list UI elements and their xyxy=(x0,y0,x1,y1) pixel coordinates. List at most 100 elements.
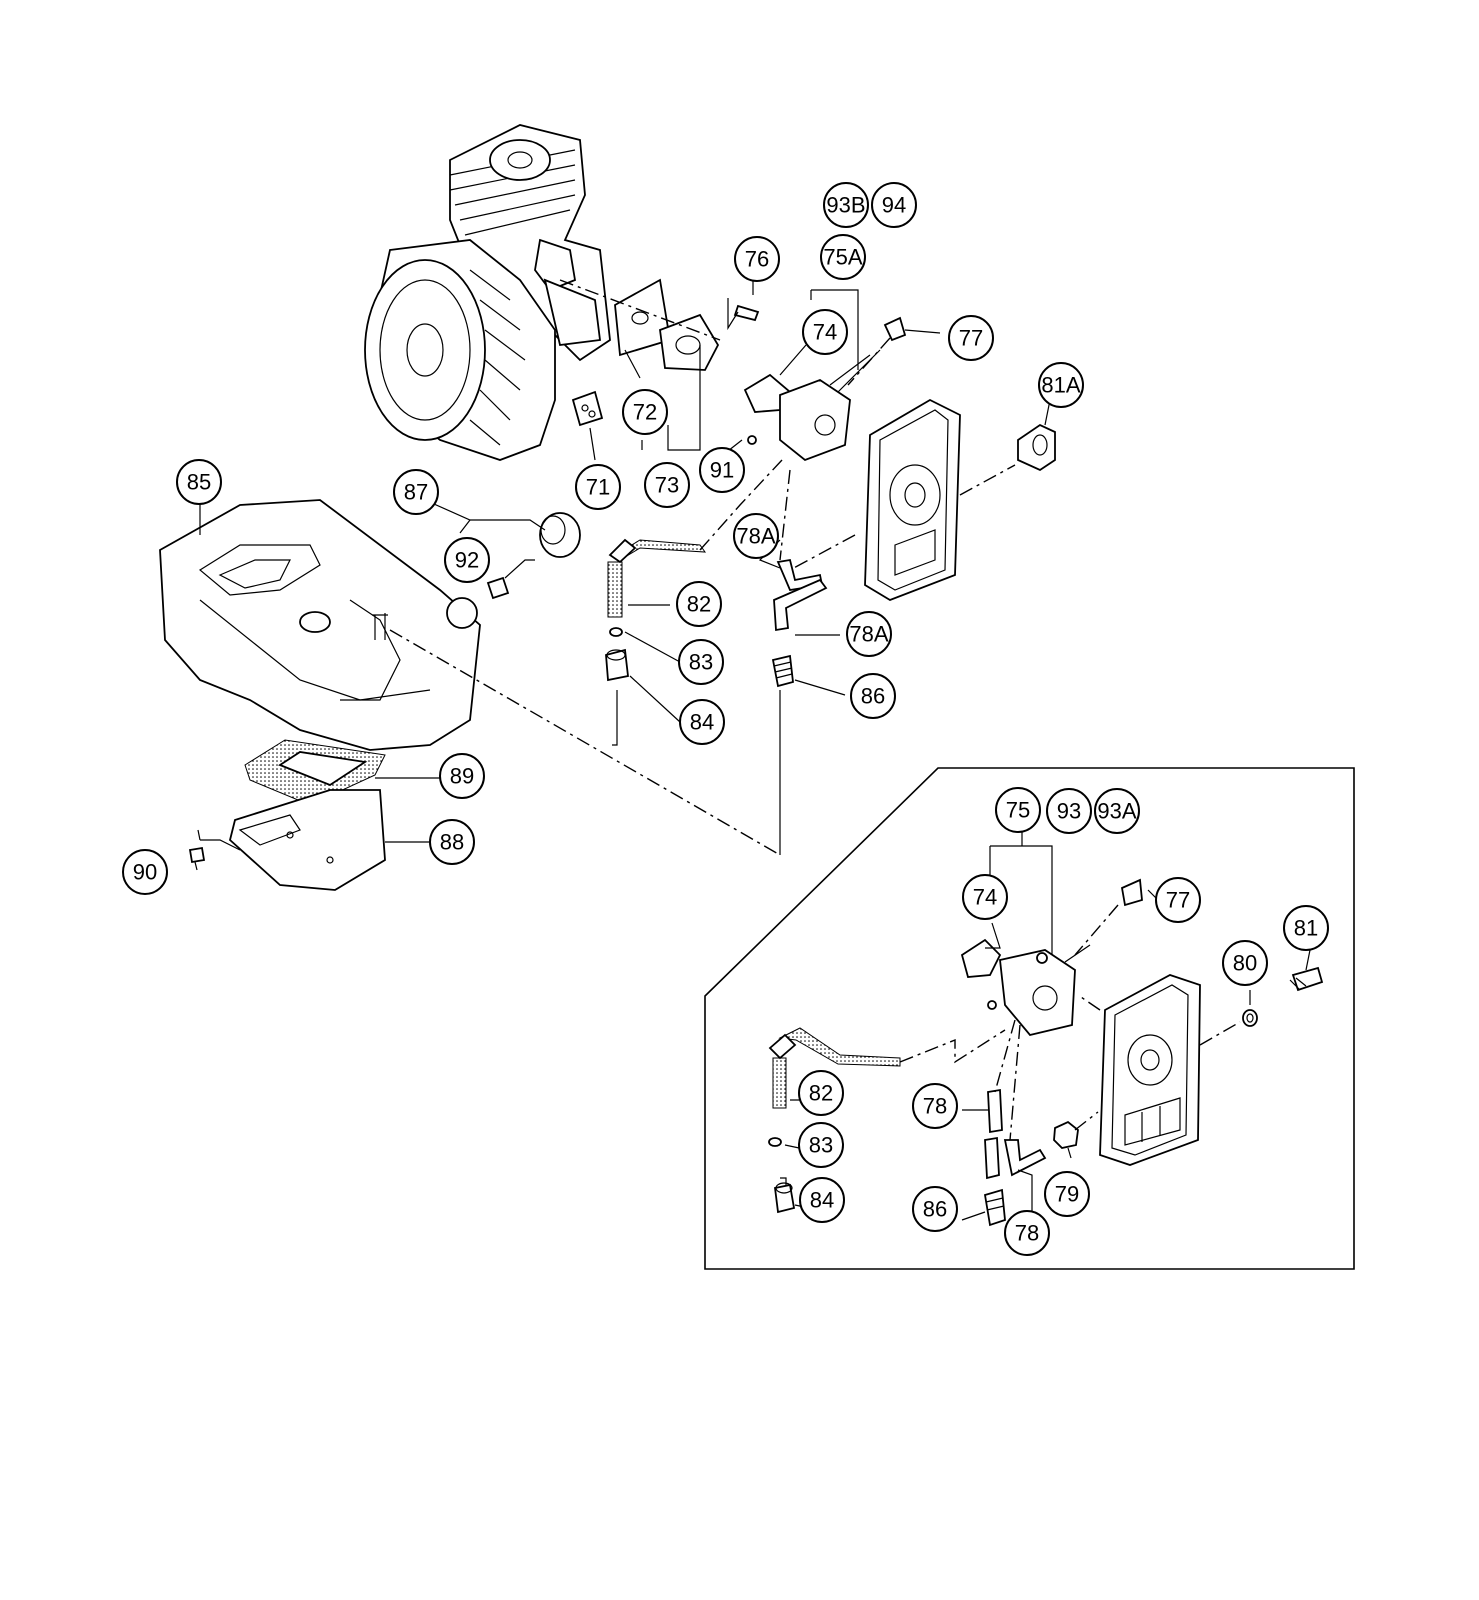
svg-text:83: 83 xyxy=(689,650,713,675)
callout-75: 75 xyxy=(995,787,1041,833)
inset-box xyxy=(704,767,1355,1270)
callout-78A-upper: 78A xyxy=(733,513,779,559)
part-81-inset xyxy=(1289,966,1324,992)
nut-79 xyxy=(1053,1111,1099,1149)
air-cleaner-inset xyxy=(1099,974,1201,1166)
svg-text:92: 92 xyxy=(455,548,479,573)
fuel-cap-87 xyxy=(539,512,581,558)
tank-gasket-89 xyxy=(244,739,386,806)
washer-80 xyxy=(1242,1009,1258,1027)
svg-text:78: 78 xyxy=(923,1094,947,1119)
carburetor-upper xyxy=(743,349,881,462)
air-cleaner-upper xyxy=(864,398,961,601)
filter-84-inset xyxy=(774,1177,796,1214)
svg-text:82: 82 xyxy=(687,592,711,617)
svg-text:73: 73 xyxy=(655,473,679,498)
svg-text:93B: 93B xyxy=(826,193,865,218)
callout-77-inset: 77 xyxy=(1155,877,1201,923)
callout-91: 91 xyxy=(699,447,745,493)
choke-lever-77 xyxy=(847,316,907,386)
callout-85: 85 xyxy=(176,459,222,505)
svg-text:91: 91 xyxy=(710,458,734,483)
fuel-pipe-82-upper xyxy=(607,459,783,618)
callout-93: 93 xyxy=(1046,788,1092,834)
callout-87: 87 xyxy=(393,469,439,515)
callout-77: 77 xyxy=(948,315,994,361)
svg-text:78A: 78A xyxy=(849,622,888,647)
part-81A xyxy=(1017,423,1056,472)
filter-86-inset xyxy=(983,1188,1006,1227)
cap-retainer-92 xyxy=(486,559,535,600)
washer-83-upper xyxy=(609,627,623,637)
svg-text:77: 77 xyxy=(959,326,983,351)
fuel-tank-85 xyxy=(159,499,481,751)
screw-76 xyxy=(727,298,760,331)
callout-88: 88 xyxy=(429,819,475,865)
callout-90: 90 xyxy=(122,849,168,895)
svg-text:75: 75 xyxy=(1006,798,1030,823)
tube-78A-upper xyxy=(773,469,828,632)
fuel-pipe-82-inset xyxy=(768,1027,1006,1109)
screw-90 xyxy=(188,846,206,871)
svg-text:72: 72 xyxy=(633,400,657,425)
svg-text:87: 87 xyxy=(404,480,428,505)
callout-83-inset: 83 xyxy=(798,1122,844,1168)
svg-text:93A: 93A xyxy=(1097,799,1136,824)
callout-78A-lower: 78A xyxy=(846,611,892,657)
svg-text:74: 74 xyxy=(973,885,997,910)
insulator-73 xyxy=(659,313,720,371)
svg-text:77: 77 xyxy=(1166,888,1190,913)
filter-86-upper xyxy=(771,654,794,688)
callout-74-inset: 74 xyxy=(962,874,1008,920)
svg-text:89: 89 xyxy=(450,764,474,789)
callout-93B: 93B xyxy=(823,182,869,228)
svg-text:79: 79 xyxy=(1055,1182,1079,1207)
part-71 xyxy=(571,390,604,427)
callout-81A: 81A xyxy=(1038,362,1084,408)
callout-93A: 93A xyxy=(1094,788,1140,834)
callout-73: 73 xyxy=(644,462,690,508)
callout-71: 71 xyxy=(575,464,621,510)
callout-82-upper: 82 xyxy=(676,581,722,627)
callout-83-upper: 83 xyxy=(678,639,724,685)
callout-72: 72 xyxy=(622,389,668,435)
svg-text:84: 84 xyxy=(810,1188,834,1213)
svg-text:85: 85 xyxy=(187,470,211,495)
filter-84-upper xyxy=(605,648,629,682)
svg-text:71: 71 xyxy=(586,475,610,500)
svg-text:90: 90 xyxy=(133,860,157,885)
callout-74: 74 xyxy=(802,309,848,355)
callout-81: 81 xyxy=(1283,905,1329,951)
callout-78-left: 78 xyxy=(912,1083,958,1129)
callout-78-bottom: 78 xyxy=(1004,1210,1050,1256)
svg-text:81: 81 xyxy=(1294,916,1318,941)
svg-text:94: 94 xyxy=(882,193,906,218)
svg-text:83: 83 xyxy=(809,1133,833,1158)
callout-84-upper: 84 xyxy=(679,699,725,745)
svg-text:81A: 81A xyxy=(1041,373,1080,398)
svg-text:78A: 78A xyxy=(736,524,775,549)
callout-94: 94 xyxy=(871,182,917,228)
callout-86-upper: 86 xyxy=(850,673,896,719)
svg-text:82: 82 xyxy=(809,1081,833,1106)
svg-text:74: 74 xyxy=(813,320,837,345)
svg-text:80: 80 xyxy=(1233,951,1257,976)
tubes-78-inset xyxy=(984,1019,1047,1180)
washer-83-inset xyxy=(768,1137,782,1147)
svg-text:86: 86 xyxy=(923,1197,947,1222)
carburetor-inset xyxy=(960,938,1091,1037)
callout-79: 79 xyxy=(1044,1171,1090,1217)
choke-lever-77-inset xyxy=(1074,878,1143,956)
callout-89: 89 xyxy=(439,753,485,799)
callout-82-inset: 82 xyxy=(798,1070,844,1116)
callout-92: 92 xyxy=(444,537,490,583)
callout-86-inset: 86 xyxy=(912,1186,958,1232)
callout-84-inset: 84 xyxy=(799,1177,845,1223)
svg-text:76: 76 xyxy=(745,247,769,272)
engine-assembly xyxy=(364,124,611,461)
callout-80: 80 xyxy=(1222,940,1268,986)
tank-cover-88 xyxy=(228,789,386,891)
callout-76: 76 xyxy=(734,236,780,282)
